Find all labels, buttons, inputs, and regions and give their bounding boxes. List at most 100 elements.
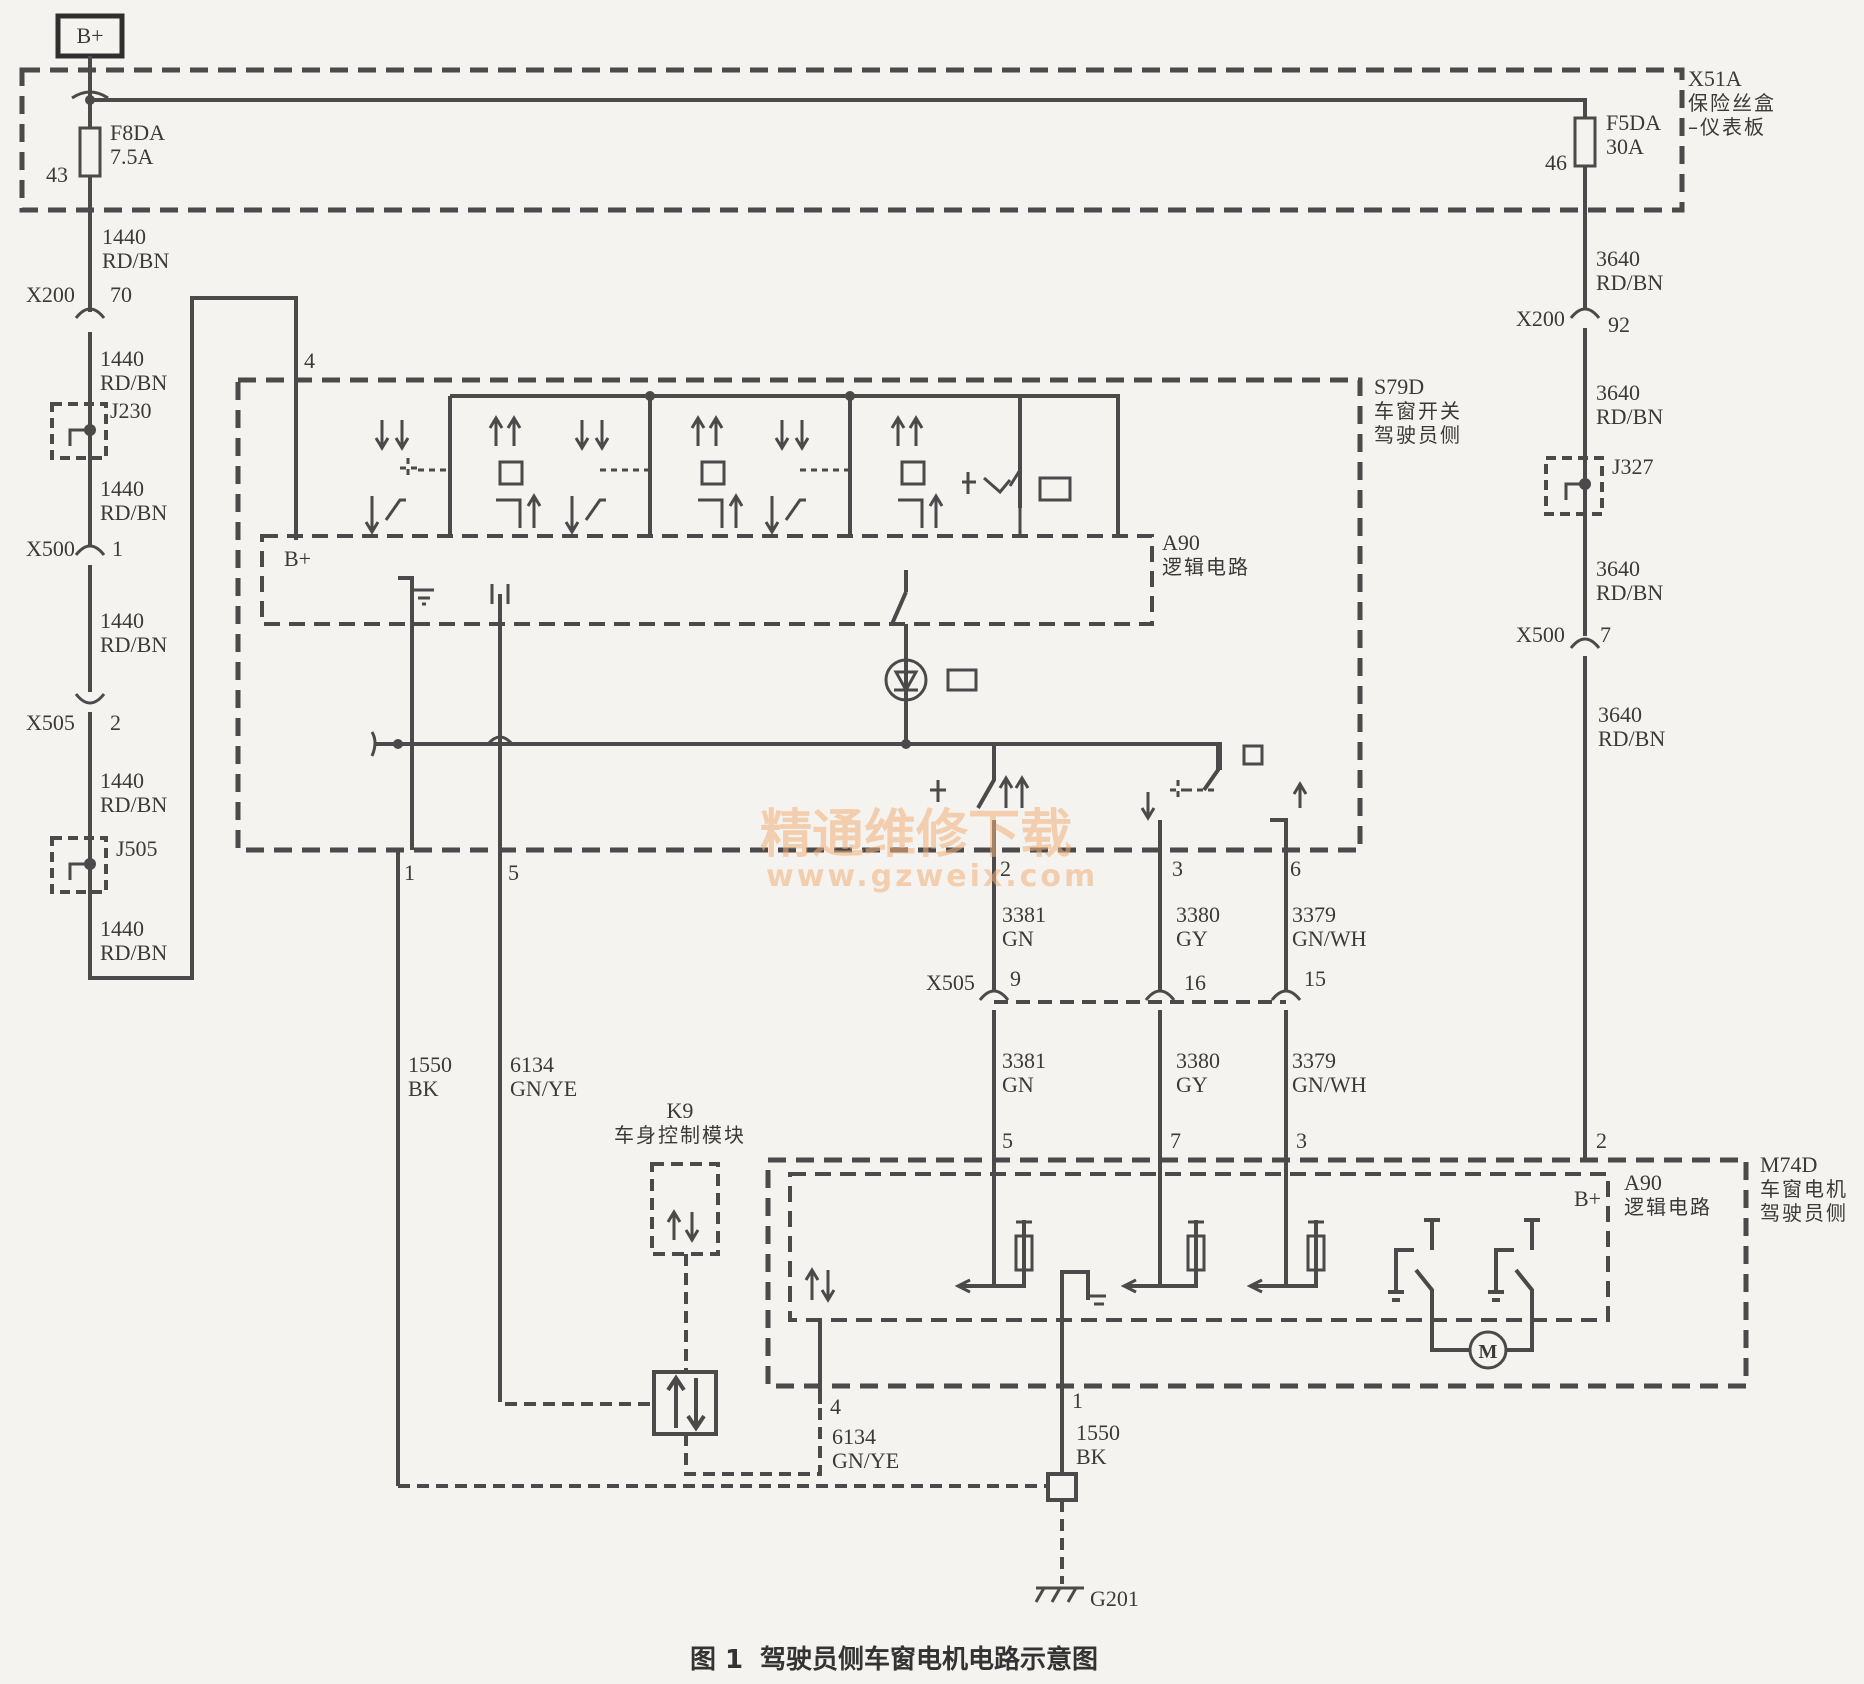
right-wire-1-color: RD/BN	[1596, 270, 1663, 295]
lower-wire-1-circuit: 3381	[1002, 1048, 1046, 1073]
left-wire-6-circuit: 1440	[100, 916, 144, 941]
x505-pin-9: 9	[1010, 966, 1021, 991]
lower-wire-1-color: GN	[1002, 1072, 1034, 1097]
left-wire-3-color: RD/BN	[100, 500, 167, 525]
mid-wire-3-color: GN/WH	[1292, 926, 1367, 951]
window-motor: M	[1468, 1330, 1508, 1370]
splice-j230: J230	[50, 398, 152, 460]
left-wire-1-circuit: 1440	[102, 224, 146, 249]
fuse-f5da: F5DA 30A 46	[1545, 110, 1661, 175]
lower-wire-2-circuit: 3380	[1176, 1048, 1220, 1073]
fuse-f5da-pin: 46	[1545, 150, 1567, 175]
motor-module-name: 车窗电机	[1760, 1177, 1848, 1201]
power-source: B+	[55, 13, 125, 59]
left-connector-x505-id: X505	[26, 710, 75, 735]
logic-b-plus: B+	[284, 546, 311, 571]
x505-pin-16: 16	[1184, 970, 1206, 995]
splice-j327-label: J327	[1612, 454, 1654, 479]
switch-module-name: 车窗开关	[1374, 399, 1462, 423]
bottom-wire-1550-circuit: 1550	[1076, 1420, 1120, 1445]
motor-logic-name: 逻辑电路	[1624, 1195, 1712, 1219]
bottom-wire-6134-circuit: 6134	[832, 1424, 876, 1449]
fuse-box-id: X51A	[1688, 66, 1742, 91]
right-connector-x200-pin: 92	[1608, 312, 1630, 337]
bcm-id: K9	[667, 1098, 694, 1123]
left-wire-1-color: RD/BN	[102, 248, 169, 273]
left-wire-3-circuit: 1440	[100, 476, 144, 501]
motor-pin-4: 4	[830, 1394, 841, 1419]
left-wire-2-color: RD/BN	[100, 370, 167, 395]
motor-b-plus: B+	[1574, 1186, 1601, 1211]
mid-wire-2-color: GY	[1176, 926, 1208, 951]
motor-module-m74d: M74D 车窗电机 驾驶员侧 A90 逻辑电路 B+	[765, 1152, 1848, 1389]
ground-g201: G201	[1034, 1472, 1139, 1611]
splice-j230-label: J230	[110, 398, 152, 423]
right-wire-4-color: RD/BN	[1598, 726, 1665, 751]
left-wire-4-color: RD/BN	[100, 632, 167, 657]
long-wire-1550-circuit: 1550	[408, 1052, 452, 1077]
motor-pin-1: 1	[1072, 1388, 1083, 1413]
hall-sensor-inputs	[954, 1160, 1326, 1294]
motor-relays	[1388, 1218, 1540, 1352]
lower-wire-3-color: GN/WH	[1292, 1072, 1367, 1097]
watermark-url: www.gzweix.com	[766, 859, 1098, 894]
left-feed-wire	[74, 176, 298, 980]
mid-wire-1-color: GN	[1002, 926, 1034, 951]
right-connector-x500-pin: 7	[1600, 622, 1611, 647]
motor-symbol: M	[1479, 1341, 1498, 1363]
power-label: B+	[76, 23, 103, 48]
right-wire-3-color: RD/BN	[1596, 580, 1663, 605]
long-wire-1550-color: BK	[408, 1076, 439, 1101]
switch-pin-2: 2	[1000, 856, 1011, 881]
window-switch-contacts	[364, 415, 1072, 536]
fuse-box-name: 保险丝盒	[1688, 91, 1776, 115]
watermark-title: 精通维修下载	[760, 805, 1072, 865]
mid-wire-1-circuit: 3381	[1002, 902, 1046, 927]
right-connector-x500-id: X500	[1516, 622, 1565, 647]
lower-wire-3-circuit: 3379	[1292, 1048, 1336, 1073]
fuse-f8da-rating: 7.5A	[110, 144, 154, 169]
motor-module-id: M74D	[1760, 1152, 1817, 1177]
switch-pin-6: 6	[1290, 856, 1301, 881]
mid-wire-2-circuit: 3380	[1176, 902, 1220, 927]
ground-label: G201	[1090, 1586, 1139, 1611]
motor-pin-5: 5	[1002, 1128, 1013, 1153]
fuse-box-x51a: X51A 保险丝盒 –仪表板	[19, 66, 1776, 213]
motor-pin-7: 7	[1170, 1128, 1181, 1153]
figure-number: 图 1	[690, 1645, 743, 1675]
right-connector-x200-id: X200	[1516, 306, 1565, 331]
right-wire-2-color: RD/BN	[1596, 404, 1663, 429]
right-wire-2-circuit: 3640	[1596, 380, 1640, 405]
right-wire-1-circuit: 3640	[1596, 246, 1640, 271]
long-wire-6134-circuit: 6134	[510, 1052, 554, 1077]
switch-pin-3: 3	[1172, 856, 1183, 881]
fuse-f5da-rating: 30A	[1606, 134, 1644, 159]
fuse-box-name2: –仪表板	[1688, 115, 1766, 139]
fuse-f8da-pin: 43	[46, 162, 68, 187]
switch-pin-1: 1	[404, 860, 415, 885]
switch-module-b-pin: 4	[304, 348, 315, 373]
bcm-k9: K9 车身控制模块	[614, 1098, 746, 1436]
bcm-name: 车身控制模块	[614, 1123, 746, 1147]
bottom-wire-1550-color: BK	[1076, 1444, 1107, 1469]
x505-pin-15: 15	[1304, 966, 1326, 991]
mid-wire-3-circuit: 3379	[1292, 902, 1336, 927]
left-connector-x500-id: X500	[26, 536, 75, 561]
fuse-f5da-id: F5DA	[1606, 110, 1661, 135]
switch-module-name2: 驾驶员侧	[1374, 423, 1462, 447]
left-connector-x500-pin: 1	[112, 536, 123, 561]
left-connector-x200-id: X200	[26, 282, 75, 307]
fuse-f8da-id: F8DA	[110, 120, 165, 145]
right-feed-wire	[1569, 166, 1601, 1160]
logic-name: 逻辑电路	[1162, 555, 1250, 579]
lower-wire-2-color: GY	[1176, 1072, 1208, 1097]
bottom-wire-6134-color: GN/YE	[832, 1448, 899, 1473]
switch-pin-5: 5	[508, 860, 519, 885]
logic-id: A90	[1162, 530, 1200, 555]
motor-pin-3: 3	[1296, 1128, 1307, 1153]
figure-caption: 驾驶员侧车窗电机电路示意图	[760, 1644, 1098, 1675]
motor-module-name2: 驾驶员侧	[1760, 1201, 1848, 1225]
splice-j505-label: J505	[116, 836, 158, 861]
switch-module-s79d: S79D 车窗开关 驾驶员侧 4	[235, 348, 1462, 853]
